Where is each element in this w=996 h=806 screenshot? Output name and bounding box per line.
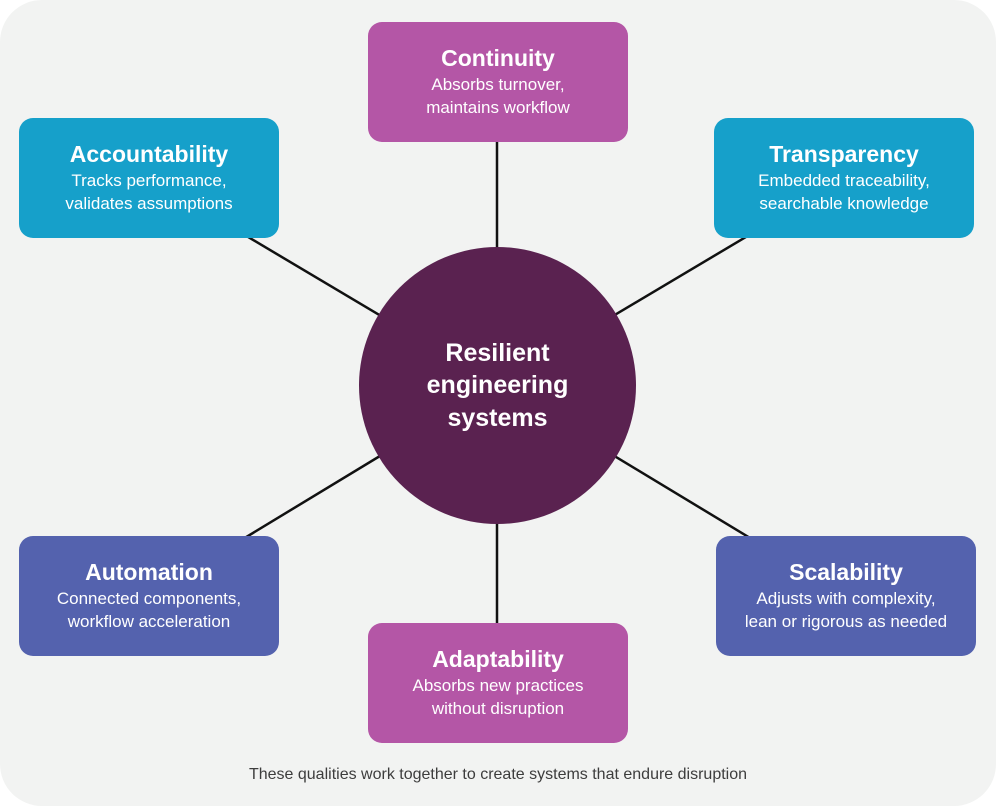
node-automation-title: Automation xyxy=(85,558,213,585)
node-accountability-description: Tracks performance, validates assumption… xyxy=(65,171,233,214)
node-adaptability: Adaptability Absorbs new practices witho… xyxy=(368,623,628,743)
node-transparency: Transparency Embedded traceability, sear… xyxy=(714,118,974,238)
node-continuity: Continuity Absorbs turnover, maintains w… xyxy=(368,22,628,142)
footer-caption: These qualities work together to create … xyxy=(248,766,748,783)
node-accountability: Accountability Tracks performance, valid… xyxy=(19,118,279,238)
node-automation-description: Connected components, workflow accelerat… xyxy=(56,589,242,632)
center-node-title: Resilient engineering systems xyxy=(426,338,569,432)
node-transparency-title: Transparency xyxy=(769,140,919,167)
node-scalability: Scalability Adjusts with complexity, lea… xyxy=(716,536,976,656)
node-adaptability-description: Absorbs new practices without disruption xyxy=(412,676,584,719)
node-continuity-title: Continuity xyxy=(441,44,555,71)
node-scalability-description: Adjusts with complexity, lean or rigorou… xyxy=(744,589,948,632)
node-adaptability-title: Adaptability xyxy=(432,645,564,672)
node-transparency-description: Embedded traceability, searchable knowle… xyxy=(758,171,930,214)
node-accountability-title: Accountability xyxy=(69,140,229,167)
center-node: Resilient engineering systems xyxy=(359,247,636,524)
node-automation: Automation Connected components, workflo… xyxy=(19,536,279,656)
node-scalability-title: Scalability xyxy=(789,558,903,585)
node-continuity-description: Absorbs turnover, maintains workflow xyxy=(426,75,570,118)
